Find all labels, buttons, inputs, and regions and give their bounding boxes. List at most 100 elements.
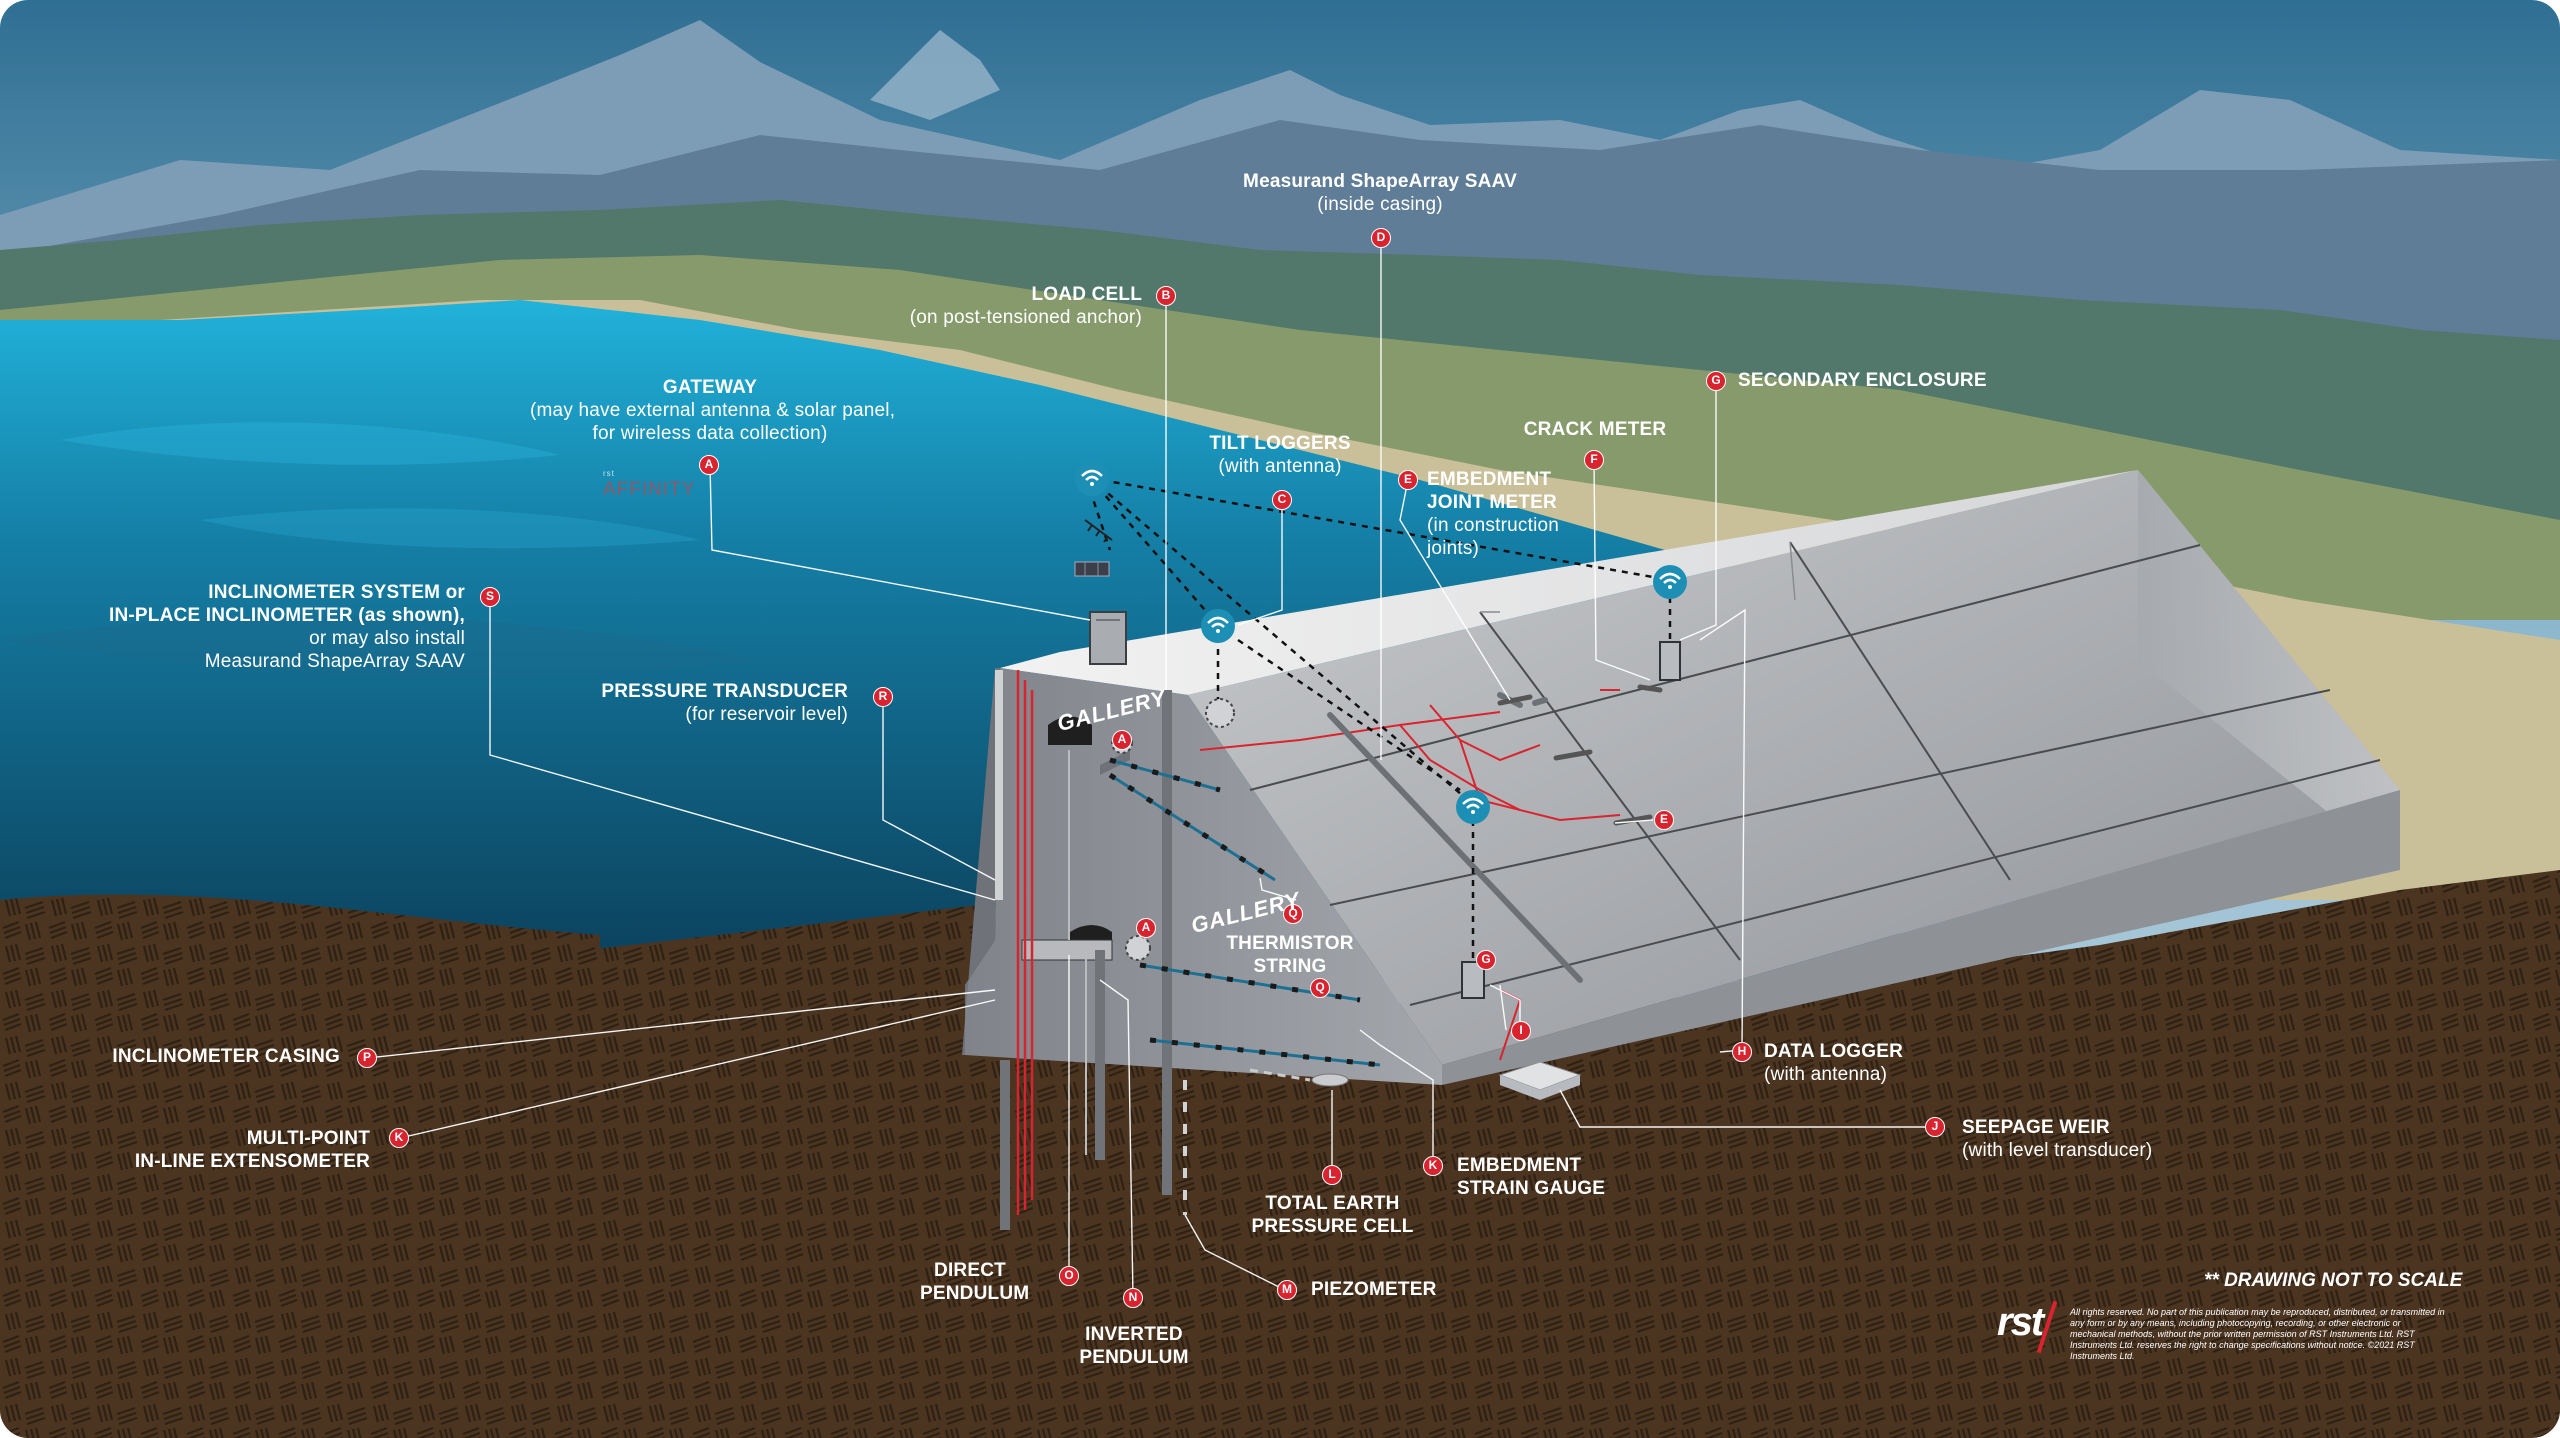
shapearray-title: Measurand ShapeArray SAAV <box>1243 171 1517 192</box>
not-to-scale-note: ** DRAWING NOT TO SCALE <box>2204 1270 2463 1291</box>
antenna-icon <box>1084 519 1113 543</box>
badge-pressure-transducer: R <box>873 687 893 707</box>
embedment-joint-label: EMBEDMENT JOINT METER (in construction j… <box>1427 468 1627 560</box>
inclinometer-casing-label: INCLINOMETER CASING <box>90 1045 340 1068</box>
pressure-transducer-sub: (for reservoir level) <box>685 704 848 725</box>
load-cell-title: LOAD CELL <box>1031 284 1142 305</box>
inclinometer-system-sub: IN-PLACE INCLINOMETER (as shown), <box>109 605 465 626</box>
load-cell-sub: (on post-tensioned anchor) <box>909 307 1142 328</box>
extensometer-title: MULTI-POINT <box>246 1128 370 1149</box>
embedment-joint-sub: JOINT METER <box>1427 492 1557 513</box>
data-logger-sub: (with antenna) <box>1764 1064 1888 1085</box>
gateway-title: GATEWAY <box>662 377 758 398</box>
thermistor-title: THERMISTOR <box>1226 933 1354 954</box>
badge-inclinometer-system: S <box>480 587 500 607</box>
gateway-enclosure <box>1089 611 1127 665</box>
badge-joint-meter: E <box>1654 810 1674 830</box>
copyright-text: All rights reserved. No part of this pub… <box>2070 1307 2445 1361</box>
earth-pressure-label: TOTAL EARTH PRESSURE CELL <box>1250 1192 1415 1238</box>
crack-meter-title: CRACK METER <box>1523 419 1667 440</box>
inclinometer-system-sub2: or may also install <box>309 628 465 649</box>
load-cell-label: LOAD CELL (on post-tensioned anchor) <box>880 283 1142 329</box>
badge-secondary-enclosure: G <box>1706 371 1726 391</box>
badge-enclosure: G <box>1476 950 1496 970</box>
badge-inclinometer-casing: P <box>357 1048 377 1068</box>
wifi-icon <box>1653 565 1687 599</box>
shapearray-label: Measurand ShapeArray SAAV (inside casing… <box>1230 170 1530 216</box>
wifi-icon <box>1075 462 1109 496</box>
inclinometer-system-title: INCLINOMETER SYSTEM or <box>208 582 465 603</box>
badge-extensometer: K <box>389 1128 409 1148</box>
secondary-enclosure-title: SECONDARY ENCLOSURE <box>1738 370 1987 391</box>
extensometer-sub: IN-LINE EXTENSOMETER <box>134 1151 370 1172</box>
inclinometer-system-sub3: Measurand ShapeArray SAAV <box>204 651 465 672</box>
inverted-pendulum-sub: PENDULUM <box>1079 1347 1189 1368</box>
data-logger-title: DATA LOGGER <box>1764 1041 1904 1062</box>
badge-data-logger: H <box>1732 1042 1752 1062</box>
thermistor-label: THERMISTOR STRING <box>1220 932 1360 978</box>
tilt-loggers-sub: (with antenna) <box>1218 456 1342 477</box>
shapearray-sub: (inside casing) <box>1317 194 1443 215</box>
crack-meter-label: CRACK METER <box>1500 418 1690 441</box>
badge-embedment-joint: E <box>1398 470 1418 490</box>
inclinometer-system-label: INCLINOMETER SYSTEM or IN-PLACE INCLINOM… <box>100 581 465 673</box>
badge-piezometer: M <box>1277 1280 1297 1300</box>
pressure-transducer-label: PRESSURE TRANSDUCER (for reservoir level… <box>560 680 848 726</box>
badge-shapearray: D <box>1371 228 1391 248</box>
badge-crack-meter: F <box>1584 450 1604 470</box>
badge-earth-pressure: L <box>1322 1165 1342 1185</box>
badge-thermistor-upper: Q <box>1283 904 1303 924</box>
badge-load-cell: B <box>1156 286 1176 306</box>
extensometer-label: MULTI-POINT IN-LINE EXTENSOMETER <box>100 1127 370 1173</box>
earth-pressure-title: TOTAL EARTH <box>1265 1193 1400 1214</box>
seepage-weir-sub: (with level transducer) <box>1962 1140 2153 1161</box>
inclinometer-casing-title: INCLINOMETER CASING <box>112 1046 340 1067</box>
data-logger-label: DATA LOGGER (with antenna) <box>1764 1040 1944 1086</box>
direct-pendulum-title: DIRECT <box>934 1260 1006 1281</box>
badge-direct-pendulum: O <box>1059 1266 1079 1286</box>
enclosure-icon <box>1461 641 1681 999</box>
strain-gauge-sub: STRAIN GAUGE <box>1457 1178 1606 1199</box>
badge-gallery-upper: A <box>1112 730 1132 750</box>
rst-logo: rst <box>1997 1300 2044 1344</box>
wifi-icon <box>1456 790 1490 824</box>
pressure-transducer-title: PRESSURE TRANSDUCER <box>601 681 848 702</box>
embedment-joint-sub3: joints) <box>1427 538 1480 559</box>
piezometer-label: PIEZOMETER <box>1311 1278 1471 1301</box>
gallery-lower <box>1021 925 1113 961</box>
watermark-main: AFFINITY <box>603 479 696 500</box>
inverted-pendulum-title: INVERTED <box>1085 1324 1183 1345</box>
strain-gauge-label: EMBEDMENT STRAIN GAUGE <box>1457 1154 1617 1200</box>
embedment-joint-title: EMBEDMENT <box>1427 469 1552 490</box>
thermistor-sub: STRING <box>1253 956 1327 977</box>
gateway-sub2: for wireless data collection) <box>592 423 828 444</box>
earth-pressure-sub: PRESSURE CELL <box>1251 1216 1414 1237</box>
tilt-loggers-title: TILT LOGGERS <box>1209 433 1351 454</box>
badge-tilt-loggers: C <box>1272 490 1292 510</box>
badge-seepage-weir: J <box>1925 1117 1945 1137</box>
inverted-pendulum-label: INVERTED PENDULUM <box>1074 1323 1194 1369</box>
badge-scene-i: I <box>1511 1021 1531 1041</box>
watermark-small: rst <box>603 469 615 478</box>
strain-gauge-title: EMBEDMENT <box>1457 1155 1582 1176</box>
badge-thermistor-lower: Q <box>1310 978 1330 998</box>
badge-strain-gauge: K <box>1423 1156 1443 1176</box>
wifi-icon <box>1201 609 1235 643</box>
seepage-weir <box>1498 1061 1582 1100</box>
seepage-weir-title: SEEPAGE WEIR <box>1962 1117 2110 1138</box>
affinity-watermark: rst AFFINITY <box>603 469 696 501</box>
direct-pendulum-sub: PENDULUM <box>920 1283 1030 1304</box>
tilt-loggers-label: TILT LOGGERS (with antenna) <box>1180 432 1380 478</box>
solar-panel-icon <box>1074 561 1110 577</box>
embedment-joint-sub2: (in construction <box>1427 515 1560 536</box>
piezometer-title: PIEZOMETER <box>1311 1279 1437 1300</box>
badge-gateway: A <box>699 455 719 475</box>
direct-pendulum-label: DIRECT PENDULUM <box>920 1259 1030 1305</box>
seepage-weir-label: SEEPAGE WEIR (with level transducer) <box>1962 1116 2192 1162</box>
gateway-sub: (may have external antenna & solar panel… <box>530 400 896 421</box>
badge-inverted-pendulum: N <box>1123 1288 1143 1308</box>
badge-gallery-lower: A <box>1136 918 1156 938</box>
gateway-label: GATEWAY (may have external antenna & sol… <box>530 376 896 445</box>
secondary-enclosure-label: SECONDARY ENCLOSURE <box>1738 369 1998 392</box>
